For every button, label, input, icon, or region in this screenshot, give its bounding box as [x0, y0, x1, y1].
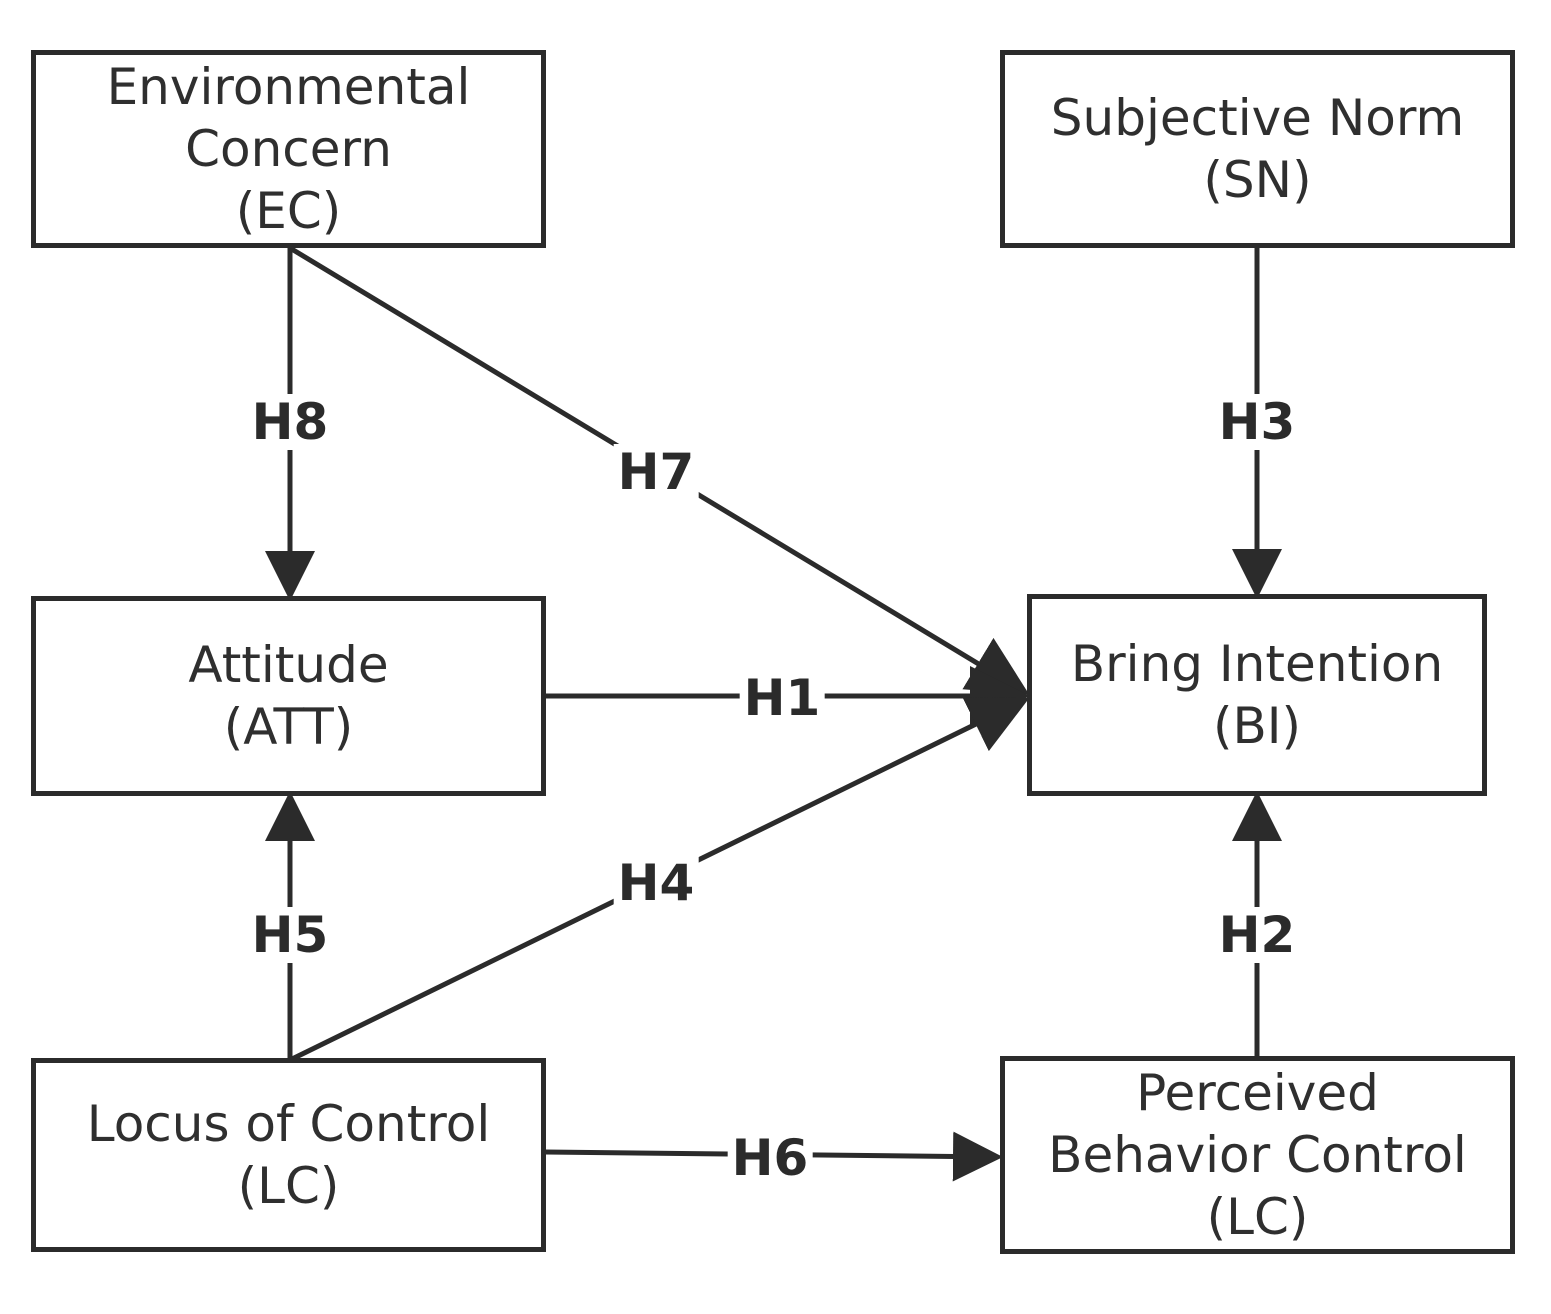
- node-att-line2: (ATT): [223, 698, 354, 756]
- node-environmental-concern: Environmental Concern (EC): [31, 50, 546, 248]
- node-ec-line2: Concern: [185, 120, 392, 178]
- edge-label-h1: H1: [739, 670, 825, 726]
- node-bi-line2: (BI): [1212, 697, 1302, 755]
- node-subjective-norm: Subjective Norm (SN): [1000, 50, 1515, 248]
- node-sn-line2: (SN): [1203, 151, 1312, 209]
- edge-label-h5: H5: [247, 907, 333, 963]
- node-att-line1: Attitude: [188, 636, 389, 694]
- edge-label-h2: H2: [1214, 907, 1300, 963]
- node-lc-line2: (LC): [237, 1157, 340, 1215]
- node-ec-line3: (EC): [235, 182, 342, 240]
- node-pbc-line3: (LC): [1206, 1188, 1309, 1246]
- node-bi-line1: Bring Intention: [1070, 635, 1444, 693]
- node-sn-line1: Subjective Norm: [1050, 89, 1465, 147]
- node-attitude: Attitude (ATT): [31, 596, 546, 796]
- node-lc-line1: Locus of Control: [86, 1095, 491, 1153]
- node-locus-of-control: Locus of Control (LC): [31, 1058, 546, 1252]
- edge-label-h7: H7: [613, 444, 699, 500]
- edge-label-h6: H6: [727, 1130, 813, 1186]
- node-bring-intention: Bring Intention (BI): [1027, 594, 1487, 796]
- edge-label-h3: H3: [1214, 394, 1300, 450]
- node-pbc-line2: Behavior Control: [1048, 1126, 1467, 1184]
- node-ec-line1: Environmental: [106, 58, 471, 116]
- edge-label-h8: H8: [247, 394, 333, 450]
- edge-label-h4: H4: [613, 855, 699, 911]
- node-pbc-line1: Perceived: [1136, 1064, 1379, 1122]
- node-perceived-behavior-control: Perceived Behavior Control (LC): [1000, 1056, 1515, 1254]
